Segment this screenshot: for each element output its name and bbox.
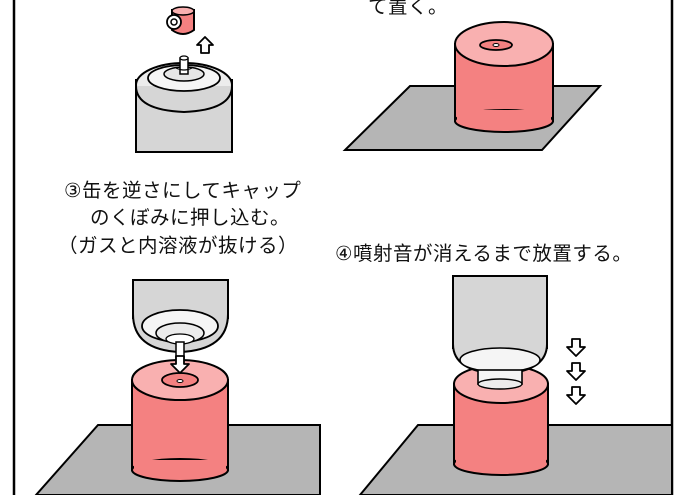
step3-caption-line2: のくぼみに押し込む。 — [90, 206, 291, 229]
arrow-down-icon — [566, 338, 586, 357]
step3-caption-line3: （ガスと内溶液が抜ける） — [58, 234, 299, 257]
arrow-down-icon — [566, 362, 586, 381]
step1-illustration — [135, 6, 233, 153]
step3-illustration — [34, 279, 321, 495]
step4-illustration — [358, 275, 673, 495]
actuator-cap-large — [131, 359, 229, 482]
pressure-arrows — [566, 338, 586, 405]
arrow-up-icon — [196, 36, 214, 54]
arrow-down-icon — [566, 386, 586, 405]
actuator-cap — [166, 6, 195, 35]
spray-can-upright — [135, 55, 233, 153]
spray-can-inverted — [452, 275, 548, 390]
arrow-down-icon — [170, 355, 190, 374]
step2-illustration — [342, 21, 603, 151]
step4-caption: ④噴射音が消えるまで放置する。 — [335, 242, 633, 265]
step3-caption-line1: ③缶を逆さにしてキャップ — [64, 179, 302, 202]
step2-caption: て置く。 — [368, 0, 449, 18]
spray-can-inverted — [132, 279, 229, 359]
actuator-cap-large — [454, 21, 554, 133]
frame-border — [12, 0, 674, 495]
